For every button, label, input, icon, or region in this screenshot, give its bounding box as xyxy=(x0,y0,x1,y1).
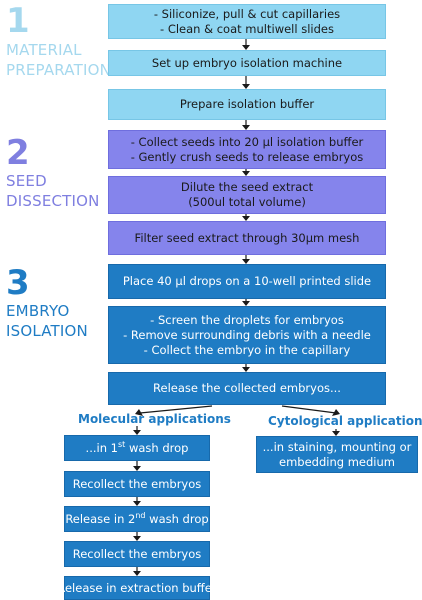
step-collect-crush-seeds: - Collect seeds into 20 µl isolation buf… xyxy=(108,130,386,169)
step-line: - Collect seeds into 20 µl isolation buf… xyxy=(130,134,364,149)
branch-arrowhead-left xyxy=(135,409,143,416)
wash2-post: wash drop xyxy=(145,511,209,526)
stage-2-label-line-2: DISSECTION xyxy=(6,192,100,210)
stage-3-label-line-1: EMBRYO xyxy=(6,302,70,320)
arrowhead-s3a-s3b xyxy=(242,301,250,306)
step-line: Recollect the embryos xyxy=(72,476,202,491)
step-line: Release the collected embryos... xyxy=(153,381,341,395)
arrowhead-mol-title-wash1 xyxy=(133,430,141,435)
branch-line-left xyxy=(139,405,213,414)
arrowhead-s1a-s1b xyxy=(242,45,250,50)
stage-1-number: 1 xyxy=(6,1,30,41)
step-line: Prepare isolation buffer xyxy=(179,97,315,111)
step-siliconize-clean: - Siliconize, pull & cut capillaries - C… xyxy=(108,4,386,39)
step-setup-machine: Set up embryo isolation machine xyxy=(108,50,386,76)
stage-2-label-line-1: SEED xyxy=(6,172,47,190)
arrowhead-wash2-recollect2 xyxy=(133,536,141,541)
arrowhead-s1c-s2a xyxy=(242,125,250,130)
step-line: - Gently crush seeds to release embryos xyxy=(130,149,364,164)
stage-1-label-line-1: MATERIAL xyxy=(6,41,82,59)
wash2-sup: nd xyxy=(135,510,146,520)
step-line: ...in 1st wash drop xyxy=(85,439,189,456)
arrowhead-s2b-s2c xyxy=(242,216,250,221)
step-line: Release in 2nd wash drop xyxy=(65,510,209,527)
arrowhead-recollect2-extraction xyxy=(133,571,141,576)
arrowhead-cyto-title-medium xyxy=(332,431,340,436)
wash2-pre: Release in 2 xyxy=(65,511,136,526)
step-staining-medium: ...in staining, mounting or embedding me… xyxy=(256,436,418,473)
stage-3-number: 3 xyxy=(6,263,30,303)
step-dilute-extract: Dilute the seed extract (500ul total vol… xyxy=(108,176,386,214)
step-line: Release in extraction buffer xyxy=(57,580,217,595)
step-prepare-buffer: Prepare isolation buffer xyxy=(108,89,386,120)
arrowhead-recollect1-wash2 xyxy=(133,501,141,506)
step-line: embedding medium xyxy=(279,454,395,469)
step-line: Set up embryo isolation machine xyxy=(151,55,343,70)
step-line: - Siliconize, pull & cut capillaries xyxy=(153,6,341,21)
arrowhead-wash1-recollect1 xyxy=(133,466,141,471)
arrowhead-s2c-s3a xyxy=(242,259,250,264)
step-wash-drop-1: ...in 1st wash drop xyxy=(64,435,210,461)
arrowhead-s1b-s1c xyxy=(242,84,250,89)
step-line: - Screen the droplets for embryos xyxy=(150,312,344,327)
wash1-sup: st xyxy=(117,439,126,449)
step-recollect-embryos-1: Recollect the embryos xyxy=(64,471,210,497)
stage-3-label-line-2: ISOLATION xyxy=(6,322,88,340)
step-line: - Clean & coat multiwell slides xyxy=(160,21,334,36)
arrowhead-s3b-s3c xyxy=(242,367,250,372)
step-wash-drop-2: Release in 2nd wash drop xyxy=(64,506,210,532)
molecular-applications-title: Molecular applications xyxy=(78,412,231,426)
step-line: Place 40 µl drops on a 10-well printed s… xyxy=(122,274,372,288)
step-line: - Collect the embryo in the capillary xyxy=(143,342,351,357)
branch-line-right xyxy=(281,405,337,414)
step-filter-extract: Filter seed extract through 30µm mesh xyxy=(108,221,386,255)
wash1-pre: ...in 1 xyxy=(85,440,118,455)
stage-2-number: 2 xyxy=(6,133,30,173)
step-extraction-buffer: Release in extraction buffer xyxy=(58,576,217,600)
step-release-embryos: Release the collected embryos... xyxy=(108,372,386,405)
wash1-post: wash drop xyxy=(125,440,189,455)
step-line: (500ul total volume) xyxy=(188,195,306,209)
arrowhead-s2a-s2b xyxy=(242,171,250,176)
step-line: ...in staining, mounting or xyxy=(262,439,412,454)
step-recollect-embryos-2: Recollect the embryos xyxy=(64,541,210,567)
branch-arrowhead-right xyxy=(332,409,340,416)
step-line: Filter seed extract through 30µm mesh xyxy=(134,230,360,245)
step-place-drops: Place 40 µl drops on a 10-well printed s… xyxy=(108,264,386,299)
cytological-applications-title: Cytological applications xyxy=(268,414,422,428)
stage-1-label-line-2: PREPARATION xyxy=(6,61,112,79)
step-line: Recollect the embryos xyxy=(72,546,202,561)
step-screen-collect: - Screen the droplets for embryos - Remo… xyxy=(108,306,386,364)
step-line: Dilute the seed extract xyxy=(180,180,314,194)
step-line: - Remove surrounding debris with a needl… xyxy=(123,327,371,342)
